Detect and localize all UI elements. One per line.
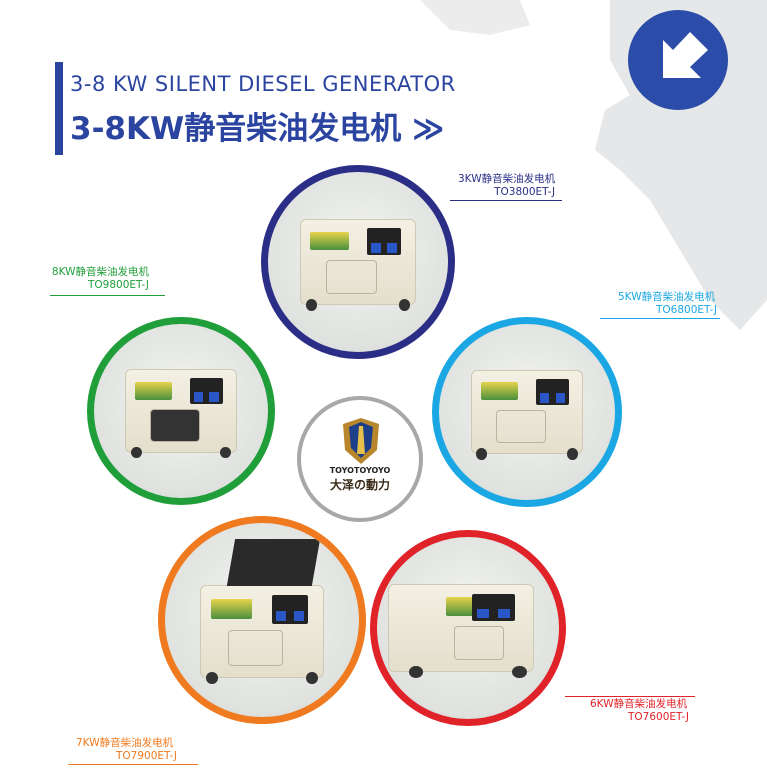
title-text: 3-8KW静音柴油发电机 <box>70 111 402 147</box>
brand-logo-circle: TOYOTOYOYO 大泽の動力 <box>297 396 423 522</box>
logo-brand-cn: 大泽の動力 <box>329 478 390 492</box>
title-chevron: ≫ <box>412 111 445 147</box>
leader-line <box>68 764 198 765</box>
page-title: 3-8KW静音柴油发电机 ≫ <box>70 103 444 148</box>
product-model: TO7600ET-J <box>628 711 689 723</box>
arrow-down-left-icon <box>628 10 728 110</box>
leader-line <box>50 295 165 296</box>
leader-line <box>565 696 695 697</box>
logo-brand-en: TOYOTOYOYO <box>329 466 391 475</box>
product-5kw-image <box>432 317 622 507</box>
product-model: TO7900ET-J <box>116 750 177 762</box>
subtitle-en: 3-8 KW SILENT DIESEL GENERATOR <box>70 72 456 96</box>
product-name: 7KW静音柴油发电机 <box>76 737 174 749</box>
product-name: 5KW静音柴油发电机 <box>618 291 716 303</box>
product-name: 8KW静音柴油发电机 <box>51 266 149 278</box>
shield-logo-icon <box>343 418 379 464</box>
product-model: TO9800ET-J <box>88 279 149 291</box>
product-7kw-image <box>158 516 366 724</box>
product-6kw-image <box>370 530 566 726</box>
leader-line <box>600 318 720 319</box>
product-3kw-image <box>261 165 455 359</box>
title-accent-bar <box>55 62 63 155</box>
product-8kw-image <box>87 317 275 505</box>
product-name: 6KW静音柴油发电机 <box>590 698 688 710</box>
product-name: 3KW静音柴油发电机 <box>458 173 556 185</box>
leader-line <box>450 200 562 201</box>
product-model: TO3800ET-J <box>494 186 556 198</box>
product-model: TO6800ET-J <box>656 304 717 316</box>
